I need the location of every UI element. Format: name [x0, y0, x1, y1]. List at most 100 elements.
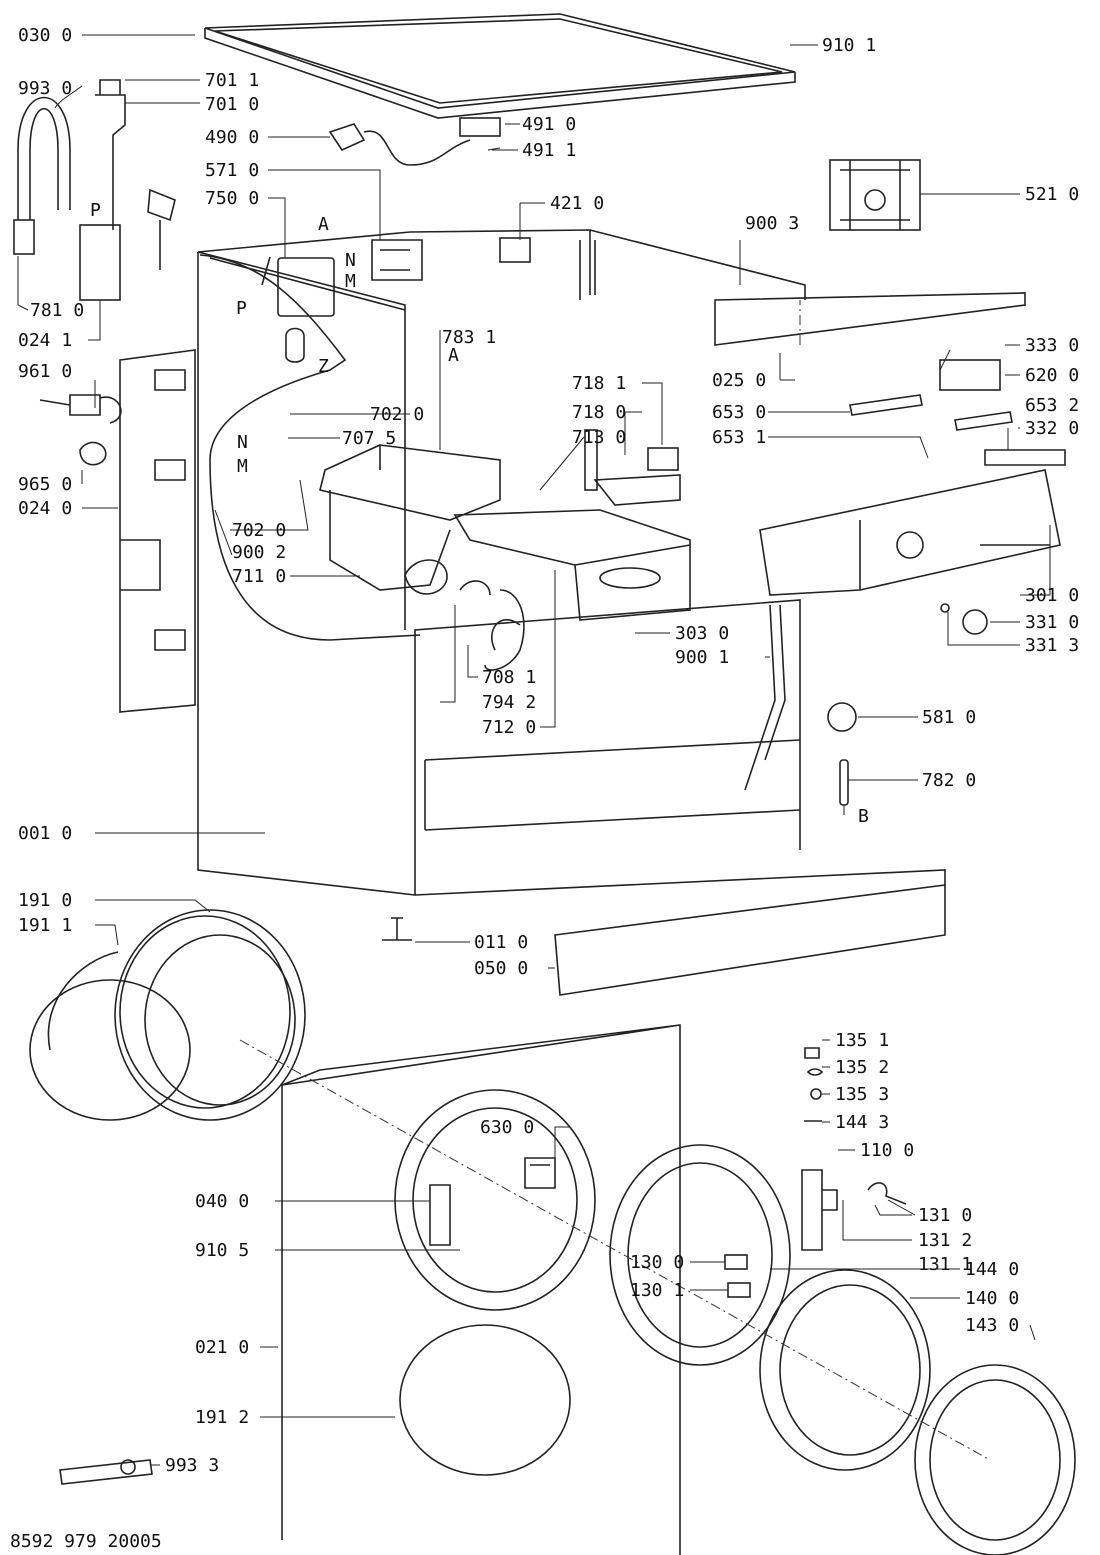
sensor-rod — [839, 759, 849, 806]
label-711-0: 711 0 — [232, 566, 286, 587]
label-143-0: 143 0 — [965, 1315, 1019, 1336]
label-630-0: 630 0 — [480, 1117, 534, 1138]
door-inner-frame — [609, 1144, 791, 1366]
label-718-1: 718 1 — [572, 373, 626, 394]
label-144-3: 144 3 — [835, 1112, 889, 1133]
label-910-1: 910 1 — [822, 35, 876, 56]
label-130-0: 130 0 — [630, 1252, 684, 1273]
marker-a-top: A — [318, 214, 329, 235]
label-421-0: 421 0 — [550, 193, 604, 214]
wire-harness — [744, 604, 786, 791]
label-144-0: 144 0 — [965, 1259, 1019, 1280]
top-cover — [204, 13, 796, 119]
label-110-0: 110 0 — [860, 1140, 914, 1161]
label-333-0: 333 0 — [1025, 335, 1079, 356]
label-781-0: 781 0 — [30, 300, 84, 321]
label-783-1: 783 1 — [442, 327, 496, 348]
marker-p-hose: P — [90, 200, 101, 221]
label-900-1: 900 1 — [675, 647, 729, 668]
label-653-0: 653 0 — [712, 402, 766, 423]
label-131-2: 131 2 — [918, 1230, 972, 1251]
label-303-0: 303 0 — [675, 623, 729, 644]
label-301-0: 301 0 — [1025, 585, 1079, 606]
label-140-0: 140 0 — [965, 1288, 1019, 1309]
label-491-1: 491 1 — [522, 140, 576, 161]
program-knob — [962, 609, 988, 635]
label-718-0: 718 0 — [572, 402, 626, 423]
marker-m-valve: M — [345, 271, 356, 292]
label-130-1: 130 1 — [630, 1280, 684, 1301]
plinth — [554, 884, 946, 996]
label-332-0: 332 0 — [1025, 418, 1079, 439]
label-135-1: 135 1 — [835, 1030, 889, 1051]
electronic-board — [939, 359, 1001, 391]
label-713-0: 713 0 — [572, 427, 626, 448]
label-131-0: 131 0 — [918, 1205, 972, 1226]
label-131-1: 131 1 — [918, 1254, 972, 1275]
label-708-1: 708 1 — [482, 667, 536, 688]
spanner-tool — [59, 1459, 153, 1485]
label-702-0-top: 702 0 — [370, 404, 424, 425]
part-labels: 030 0 910 1 993 0 701 1 701 0 491 0 490 … — [18, 25, 1079, 1476]
leader-lines — [17, 34, 1051, 1466]
door-lever — [867, 1182, 907, 1205]
label-707-5: 707 5 — [342, 428, 396, 449]
label-782-0: 782 0 — [922, 770, 976, 791]
door-catch — [801, 1169, 838, 1251]
label-900-3: 900 3 — [745, 213, 799, 234]
sump-hose — [459, 580, 525, 671]
control-panel — [759, 469, 1061, 596]
front-panel — [281, 1024, 681, 1555]
label-961-0: 961 0 — [18, 361, 72, 382]
power-cable — [328, 123, 471, 166]
label-900-2: 900 2 — [232, 542, 286, 563]
label-620-0: 620 0 — [1025, 365, 1079, 386]
label-581-0: 581 0 — [922, 707, 976, 728]
label-965-0: 965 0 — [18, 474, 72, 495]
back-panel — [119, 349, 196, 713]
dispenser-housing — [319, 444, 501, 591]
label-993-3: 993 3 — [165, 1455, 219, 1476]
parts-artwork — [13, 13, 1076, 1555]
label-701-0: 701 0 — [205, 94, 259, 115]
door-outer-ring — [914, 1364, 1076, 1555]
label-191-2: 191 2 — [195, 1407, 249, 1428]
inlet-valve — [371, 239, 423, 281]
door-glass — [759, 1269, 931, 1471]
label-491-0: 491 0 — [522, 114, 576, 135]
label-011-0: 011 0 — [474, 932, 528, 953]
label-021-0: 021 0 — [195, 1337, 249, 1358]
seal-clamp-spring — [47, 951, 119, 1051]
switch-421 — [499, 237, 531, 263]
connection-markers: P A N M P Z A N M B — [90, 200, 869, 827]
marker-a-rod: A — [448, 345, 459, 366]
marker-z: Z — [318, 356, 329, 377]
label-135-2: 135 2 — [835, 1057, 889, 1078]
label-490-0: 490 0 — [205, 127, 259, 148]
front-seal-ring — [399, 1324, 571, 1476]
drain-hose — [17, 96, 71, 220]
label-653-2: 653 2 — [1025, 395, 1079, 416]
label-001-0: 001 0 — [18, 823, 72, 844]
label-040-0: 040 0 — [195, 1191, 249, 1212]
label-993-0: 993 0 — [18, 78, 72, 99]
door-hinge — [429, 1184, 451, 1246]
label-331-0: 331 0 — [1025, 612, 1079, 633]
drawing-number: 8592 979 20005 — [10, 1531, 162, 1552]
label-050-0: 050 0 — [474, 958, 528, 979]
adjustable-foot — [382, 917, 412, 941]
label-571-0: 571 0 — [205, 160, 259, 181]
label-750-0: 750 0 — [205, 188, 259, 209]
marker-n-valve: N — [345, 250, 356, 271]
detergent-drawer — [453, 509, 691, 621]
pressure-chamber — [277, 257, 335, 317]
label-030-0: 030 0 — [18, 25, 72, 46]
door-seal — [114, 909, 306, 1121]
marker-b: B — [858, 806, 869, 827]
label-910-5: 910 5 — [195, 1240, 249, 1261]
label-653-1: 653 1 — [712, 427, 766, 448]
label-521-0: 521 0 — [1025, 184, 1079, 205]
label-024-1: 024 1 — [18, 330, 72, 351]
interference-filter — [459, 117, 501, 137]
